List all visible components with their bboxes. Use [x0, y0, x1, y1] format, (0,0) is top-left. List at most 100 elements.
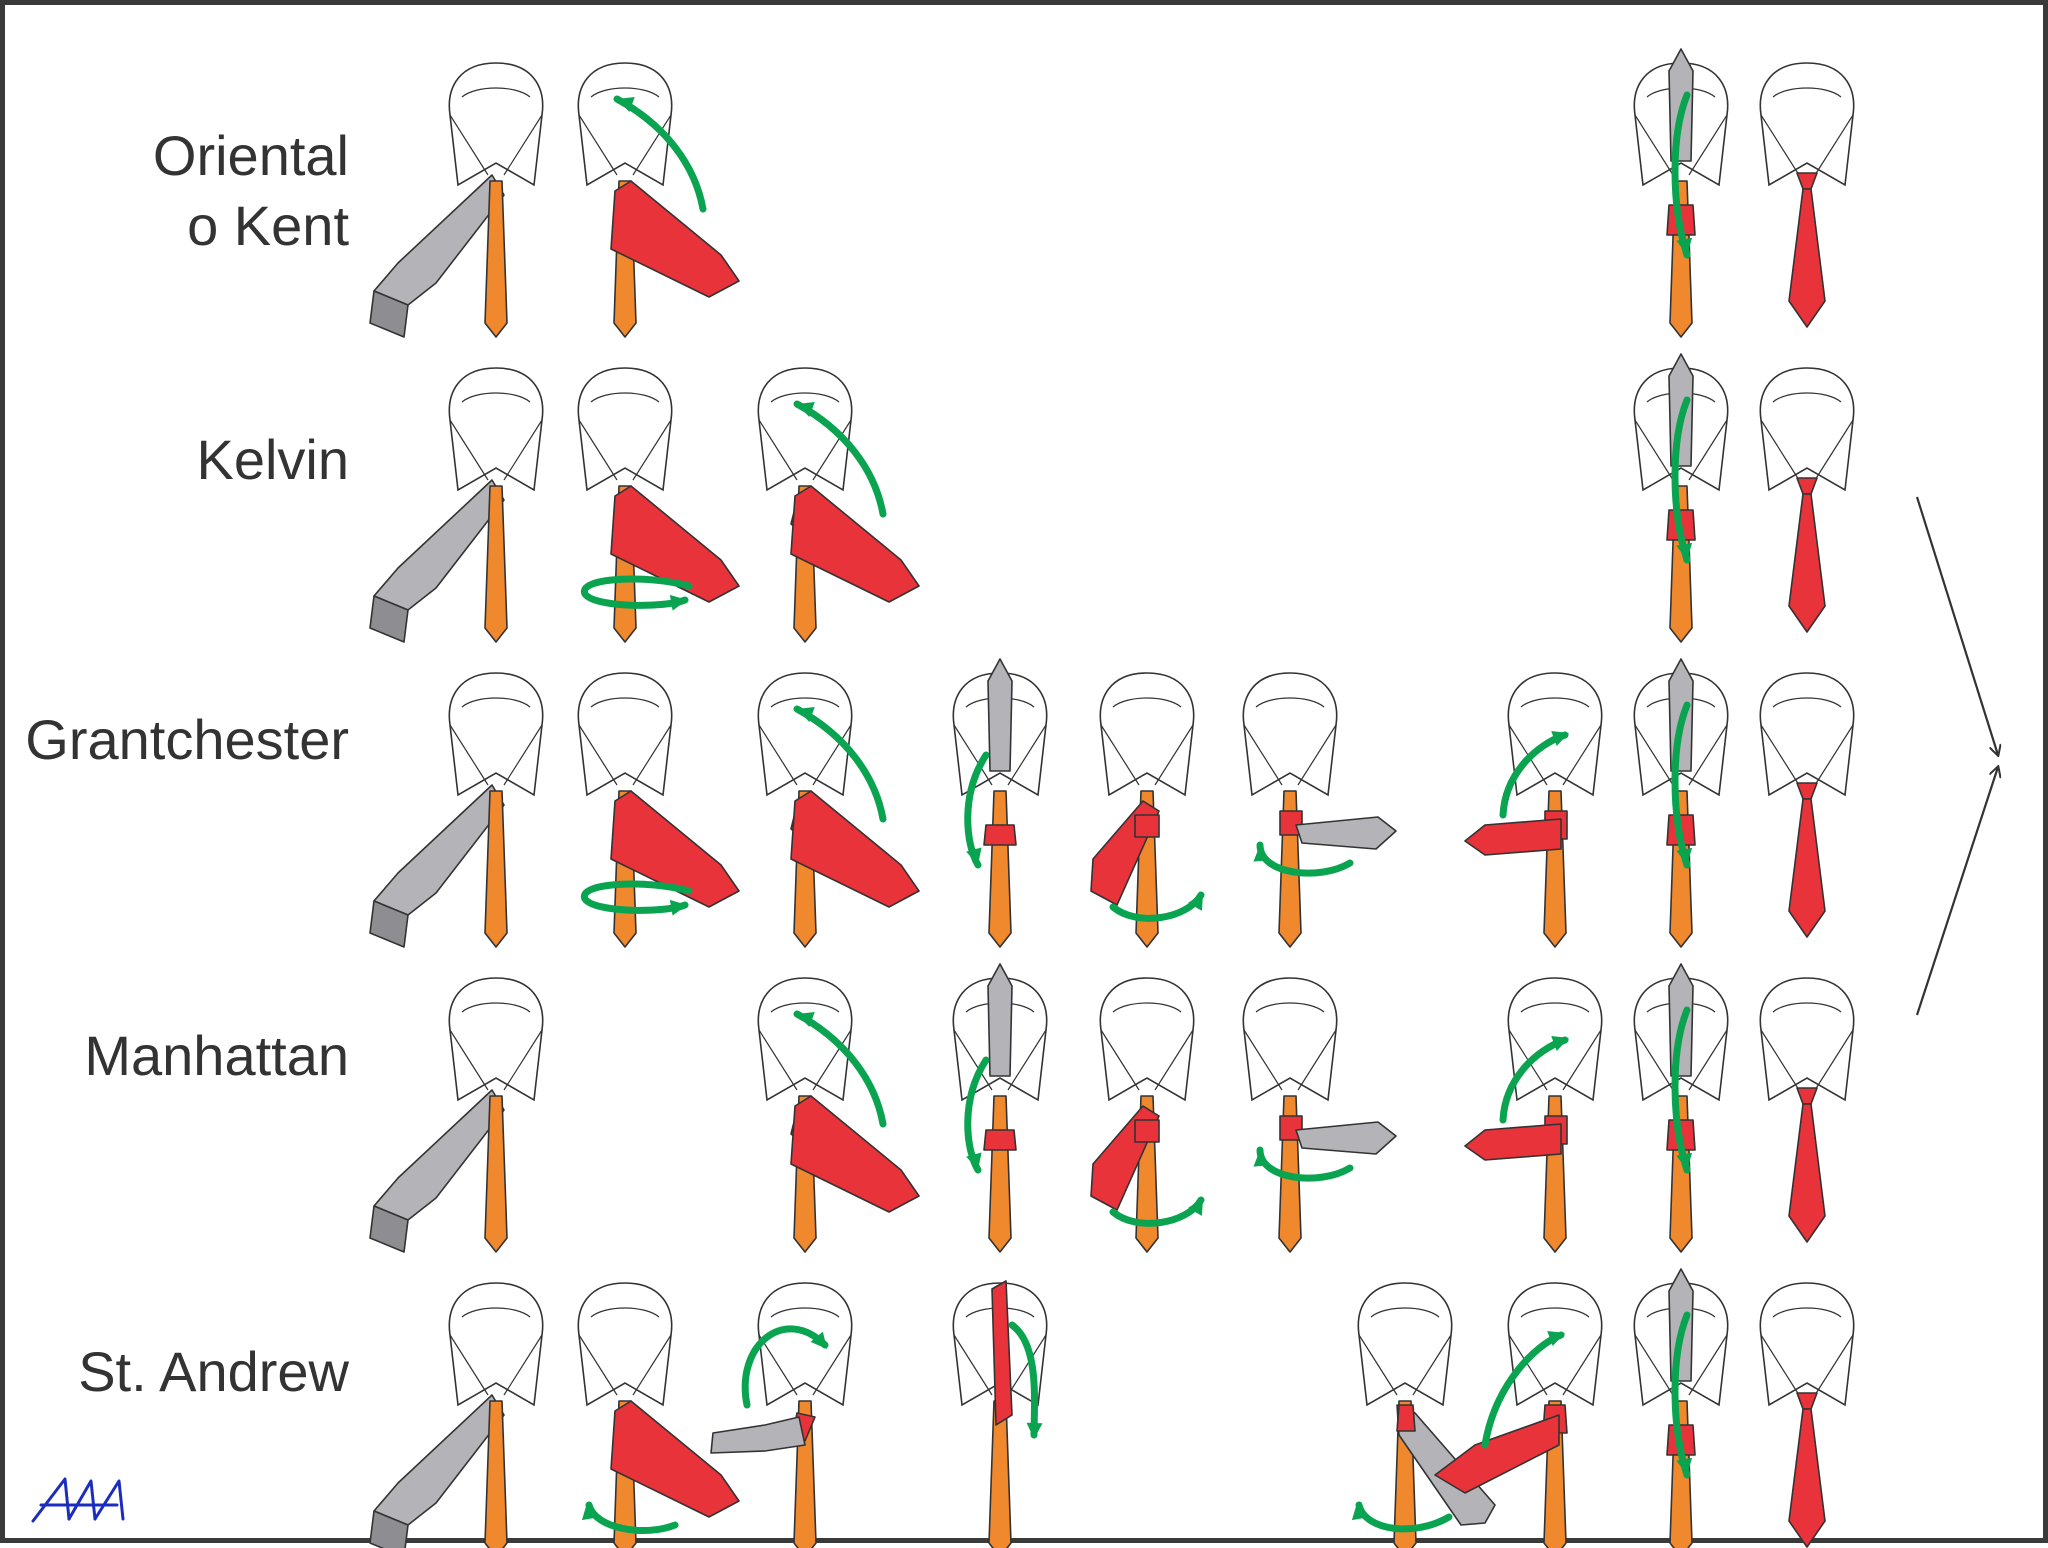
collar-points — [1100, 724, 1194, 786]
green-arrow-icon — [741, 1325, 829, 1409]
shirt-collar — [577, 1282, 673, 1407]
tie-step-start — [369, 977, 544, 1253]
collar-points — [578, 724, 672, 786]
knot-name-line: Manhattan — [84, 1024, 349, 1087]
collar-points — [1634, 114, 1728, 176]
narrow-blade — [484, 1400, 508, 1548]
knot — [1796, 1087, 1818, 1105]
knot-row — [369, 963, 1855, 1253]
arrow-head-icon — [1676, 1152, 1693, 1170]
green-arrow-icon — [1256, 1146, 1354, 1182]
tie-step-over-neck — [710, 1282, 853, 1548]
collar-points — [1634, 724, 1728, 786]
converging-arrows-icon — [1915, 496, 1998, 1016]
green-arrow-icon — [1671, 1311, 1691, 1479]
tie-step-cross-over-twist — [757, 367, 920, 643]
collar-points — [1634, 1334, 1728, 1396]
collar-points — [449, 1029, 543, 1091]
wide-blade-red — [991, 1280, 1013, 1426]
arrow-head-icon — [1253, 1150, 1270, 1167]
wide-blade-tip — [369, 1510, 409, 1548]
wide-blade-up — [987, 658, 1013, 772]
arrow-head-icon — [1551, 1035, 1569, 1051]
tie-step-cross-over-twist — [757, 672, 920, 948]
shirt-collar — [1242, 672, 1338, 797]
collar-seam — [770, 392, 840, 403]
arrow-head-icon — [1253, 845, 1270, 862]
green-arrow-icon — [1671, 396, 1691, 564]
collar-seam — [461, 697, 531, 708]
arrow-head-icon — [1676, 1457, 1693, 1475]
collar-points — [578, 114, 672, 176]
tie-step-start — [369, 672, 544, 948]
shirt-collar — [577, 367, 673, 492]
shirt-collar — [448, 672, 544, 797]
knot-name: Oriental o Kent — [0, 121, 349, 261]
collar-seam — [770, 697, 840, 708]
knot-name: Grantchester — [0, 705, 349, 775]
collar-points — [578, 419, 672, 481]
arrow-head-icon — [1547, 1330, 1565, 1346]
wide-blade-up — [987, 963, 1013, 1077]
wide-blade-red — [1788, 1103, 1826, 1243]
arrow-head-icon — [1676, 847, 1693, 865]
ava-logo-icon — [31, 1477, 125, 1523]
tie-step-cross-around — [577, 367, 740, 643]
collar-points — [953, 1029, 1047, 1091]
tie-step-cross-over — [577, 62, 740, 338]
wide-blade-red — [1464, 818, 1562, 856]
wide-blade — [373, 784, 505, 916]
shirt-collar — [757, 672, 853, 797]
tie-step-down-right — [1090, 977, 1205, 1253]
knot — [1796, 172, 1818, 190]
arrow-head-icon — [581, 1503, 598, 1521]
wide-blade-red — [1788, 1408, 1826, 1548]
arrow-head-icon — [1351, 1503, 1368, 1521]
collar-points — [953, 724, 1047, 786]
narrow-blade — [484, 790, 508, 948]
arrow-head-icon — [617, 96, 635, 112]
shirt-collar — [757, 367, 853, 492]
wide-blade-red — [1788, 188, 1826, 328]
wide-blade-red — [1464, 1123, 1562, 1161]
arrow-head-icon — [1676, 542, 1693, 560]
collar-points — [758, 724, 852, 786]
wide-blade — [710, 1416, 806, 1454]
collar-seam — [770, 1002, 840, 1013]
shirt-collar — [448, 1282, 544, 1407]
shirt-collar — [1099, 672, 1195, 797]
knot-name: Manhattan — [0, 1021, 349, 1091]
tie-step-start — [369, 367, 544, 643]
collar-seam — [1772, 697, 1842, 708]
collar-seam — [590, 697, 660, 708]
arrow-head-icon — [669, 594, 687, 611]
collar-seam — [1520, 697, 1590, 708]
tie-step-across-left — [1464, 977, 1603, 1253]
knot-name-line: Oriental — [152, 124, 349, 187]
tie-step-across-left — [1464, 672, 1603, 948]
knot-row — [369, 1268, 1855, 1548]
knot-name-line: Grantchester — [25, 708, 349, 771]
collar-seam — [590, 87, 660, 98]
collar-points — [1243, 1029, 1337, 1091]
knot — [983, 824, 1017, 846]
collar-seam — [461, 1307, 531, 1318]
shirt-collar — [1507, 1282, 1603, 1407]
knot-name-line: Kelvin — [196, 428, 349, 491]
tie-step-cross-over-twist — [757, 977, 920, 1253]
wide-blade-red — [790, 790, 920, 908]
narrow-blade — [484, 485, 508, 643]
knot-name-line: o Kent — [187, 194, 349, 257]
tie-step-gray-down — [1351, 1282, 1496, 1548]
knot-steps-canvas — [369, 48, 2048, 1548]
knot — [983, 1129, 1017, 1151]
knot-name: St. Andrew — [0, 1337, 349, 1407]
wide-blade — [373, 1089, 505, 1221]
wide-blade — [1295, 1121, 1397, 1155]
wide-blade — [373, 174, 505, 306]
green-arrow-icon — [1671, 701, 1691, 869]
collar-points — [449, 419, 543, 481]
shirt-collar — [448, 62, 544, 187]
collar-seam — [1772, 1307, 1842, 1318]
collar-points — [1243, 724, 1337, 786]
